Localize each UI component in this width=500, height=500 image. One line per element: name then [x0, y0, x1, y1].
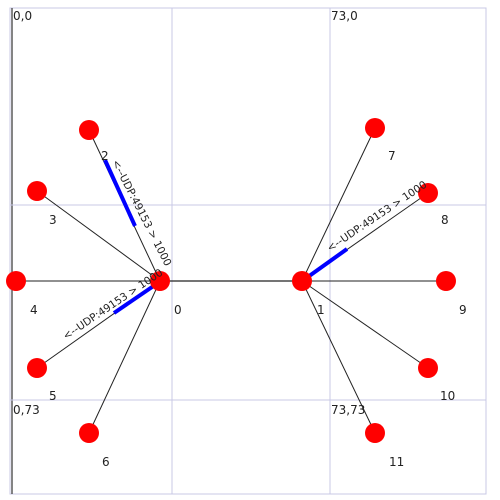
node-6[interactable] — [79, 423, 99, 443]
simulation-area — [9, 7, 487, 495]
node-label-10: 10 — [440, 389, 455, 403]
corner-label-top-right: 73,0 — [331, 9, 358, 23]
node-8[interactable] — [418, 183, 438, 203]
link-1-10 — [301, 280, 429, 369]
node-0[interactable] — [150, 271, 170, 291]
flow-arrow-2-to-0 — [103, 159, 137, 227]
link-1-11 — [301, 280, 376, 434]
node-11[interactable] — [365, 423, 385, 443]
node-label-3: 3 — [49, 213, 57, 227]
node-label-2: 2 — [101, 149, 109, 163]
link-0-3 — [36, 190, 161, 282]
node-label-1: 1 — [317, 303, 325, 317]
node-5[interactable] — [27, 358, 47, 378]
node-label-8: 8 — [441, 213, 449, 227]
node-1[interactable] — [292, 271, 312, 291]
flow-arrow-8-to-1 — [303, 247, 349, 281]
node-label-7: 7 — [388, 149, 396, 163]
link-0-6 — [88, 280, 161, 434]
flow-arrow-5-to-0 — [112, 283, 157, 315]
corner-label-bottom-right: 73,73 — [331, 403, 365, 417]
link-1-7 — [301, 127, 376, 282]
node-7[interactable] — [365, 118, 385, 138]
nodes[interactable] — [6, 118, 456, 443]
node-label-5: 5 — [49, 389, 57, 403]
node-2[interactable] — [79, 120, 99, 140]
node-label-9: 9 — [459, 303, 467, 317]
node-3[interactable] — [27, 181, 47, 201]
node-10[interactable] — [418, 358, 438, 378]
node-label-4: 4 — [30, 303, 38, 317]
corner-label-bottom-left: 0,73 — [13, 403, 40, 417]
links — [16, 127, 446, 434]
node-label-0: 0 — [174, 303, 182, 317]
node-4[interactable] — [6, 271, 26, 291]
node-9[interactable] — [436, 271, 456, 291]
corner-label-top-left: 0,0 — [13, 9, 32, 23]
node-label-11: 11 — [389, 455, 404, 469]
node-label-6: 6 — [102, 455, 110, 469]
